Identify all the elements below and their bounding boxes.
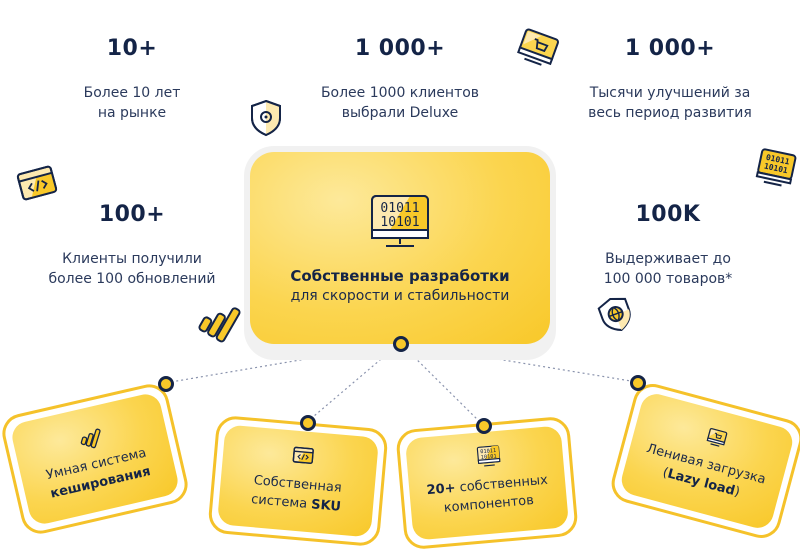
bars-chart-icon	[80, 428, 101, 449]
stat-value: 100+	[98, 202, 166, 227]
connector-dot-sku	[300, 415, 316, 431]
binary-monitor-icon: 01011 10101	[755, 148, 797, 187]
svg-text:01011: 01011	[380, 201, 419, 216]
stat-value: 100K	[635, 202, 701, 227]
shield-gear-icon	[251, 99, 281, 137]
code-window-icon	[292, 446, 314, 464]
code-window-icon	[16, 165, 58, 201]
svg-text:10101: 10101	[380, 215, 419, 230]
stat-value: 1 000+	[354, 36, 446, 61]
cart-monitor-icon	[517, 28, 559, 66]
center-card: 01011 10101 Собственные разработки для с…	[250, 152, 550, 344]
svg-text:01011: 01011	[480, 448, 496, 455]
shield-globe-icon	[597, 297, 631, 332]
bars-chart-icon	[198, 307, 241, 343]
feature-card-lazy-load: Ленивая загрузка(Lazy load)	[607, 379, 800, 543]
cart-monitor-icon	[706, 428, 728, 447]
connector-dot-lazy-load	[630, 375, 646, 391]
feature-label: Ленивая загрузка(Lazy load)	[644, 441, 768, 501]
svg-text:10101: 10101	[481, 454, 497, 461]
binary-monitor-icon: 01011 10101	[476, 445, 501, 467]
center-subtitle: для скорости и стабильности	[290, 288, 510, 304]
binary-monitor-icon: 01011 10101	[371, 195, 429, 247]
connector-dot-caching	[158, 376, 174, 392]
stat-value: 1 000+	[624, 36, 716, 61]
connector-dot-center	[393, 336, 409, 352]
stat-value: 10+	[106, 36, 158, 61]
connector-dot-components	[476, 418, 492, 434]
center-title: Собственные разработки	[290, 267, 510, 285]
